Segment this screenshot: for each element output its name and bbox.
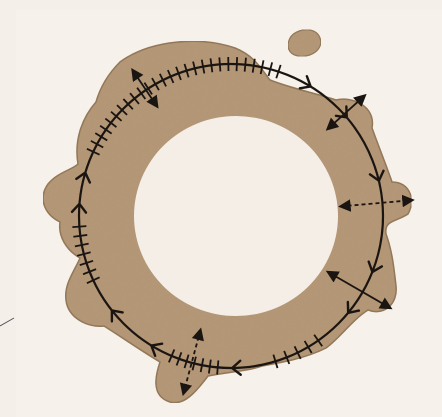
margin-stroke <box>0 318 14 326</box>
inner-lumen <box>134 116 338 316</box>
hatch-mark-icon <box>217 360 218 374</box>
hatch-mark-icon <box>237 57 238 71</box>
hatch-mark-icon <box>219 57 220 71</box>
detached-vesicle <box>288 30 321 57</box>
hatch-mark-icon <box>72 226 86 227</box>
